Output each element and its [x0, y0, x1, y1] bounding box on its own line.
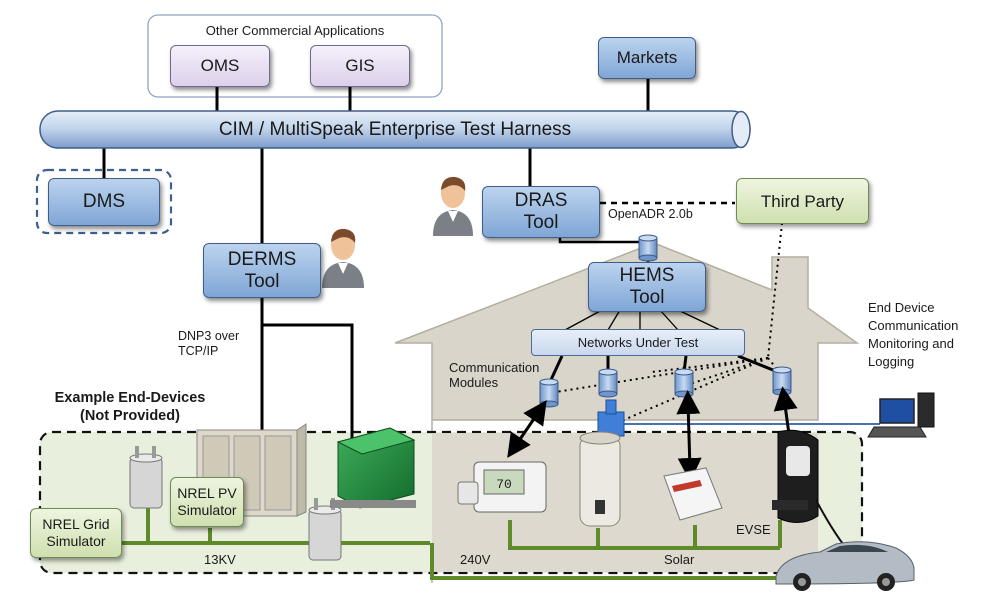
- house-outline: [394, 242, 860, 583]
- comm-modules-line2: Modules: [449, 375, 499, 390]
- gis-box: GIS: [310, 45, 410, 87]
- voltage-13kv-label: 13KV: [204, 552, 236, 567]
- dnp3-label: DNP3 over TCP/IP: [178, 329, 239, 359]
- end-device-logging-line1: End Device: [868, 300, 935, 315]
- other-apps-title: Other Commercial Applications: [205, 23, 385, 38]
- comm-modules-line1: Communication: [449, 360, 540, 375]
- computer-icon: [867, 392, 935, 438]
- end-device-logging-line4: Logging: [868, 354, 915, 369]
- transformer-icon-2: [308, 498, 342, 561]
- person-icon-derms: [322, 228, 364, 288]
- derms-tool-line2: Tool: [244, 270, 280, 292]
- hems-tool-line1: HEMS: [619, 265, 675, 286]
- derms-tool-line1: DERMS: [227, 248, 297, 270]
- dras-tool-box: DRAS Tool: [482, 186, 600, 238]
- example-devices-line2: (Not Provided): [80, 408, 180, 424]
- derms-tool-box: DERMS Tool: [203, 243, 321, 298]
- hems-tool-line2: Tool: [629, 287, 665, 308]
- comm-module-cylinders: [539, 234, 792, 408]
- dras-tool-line1: DRAS: [514, 190, 568, 211]
- transformer-icon-1: [129, 446, 163, 509]
- voltage-240v-label: 240V: [460, 552, 491, 567]
- third-party-box: Third Party: [736, 178, 869, 224]
- nrel-grid-simulator-box: NREL Grid Simulator: [30, 508, 122, 558]
- padmount-transformer: [330, 427, 416, 509]
- end-device-logging-label: End Device Communication Monitoring and …: [868, 299, 958, 371]
- oms-box: OMS: [170, 45, 270, 87]
- solar-inverter: [663, 467, 723, 521]
- evse-label: EVSE: [736, 522, 771, 537]
- person-icon-dras: [433, 176, 473, 236]
- example-devices-label: Example End-Devices (Not Provided): [30, 389, 230, 425]
- harness-label: CIM / MultiSpeak Enterprise Test Harness: [218, 118, 572, 140]
- water-heater: [579, 431, 621, 527]
- comm-modules-label: Communication Modules: [449, 360, 539, 390]
- thermostat-display: 70: [496, 477, 512, 492]
- networks-under-test-box: Networks Under Test: [531, 329, 745, 356]
- end-device-logging-line3: Monitoring and: [868, 336, 954, 351]
- openadr-label: OpenADR 2.0b: [608, 207, 693, 221]
- example-devices-line1: Example End-Devices: [54, 390, 206, 406]
- dras-tool-line2: Tool: [523, 212, 559, 233]
- hems-tool-box: HEMS Tool: [588, 262, 706, 312]
- thermostat: 70: [457, 461, 547, 513]
- markets-box: Markets: [598, 37, 696, 79]
- nrel-pv-line1: NREL PV: [177, 485, 237, 501]
- solar-label: Solar: [664, 552, 695, 567]
- nrel-grid-line2: Simulator: [46, 533, 106, 549]
- dms-dashed-outline: [35, 168, 173, 235]
- end-device-logging-line2: Communication: [868, 318, 959, 333]
- nrel-grid-line1: NREL Grid: [42, 516, 110, 532]
- nrel-pv-line2: Simulator: [177, 502, 237, 518]
- nrel-pv-simulator-box: NREL PV Simulator: [170, 477, 244, 527]
- dms-box: DMS: [48, 178, 160, 226]
- dnp3-line1: DNP3 over: [178, 329, 240, 343]
- car-icon: [775, 541, 915, 591]
- dnp3-line2: TCP/IP: [178, 344, 219, 358]
- evse-charger: [772, 429, 847, 549]
